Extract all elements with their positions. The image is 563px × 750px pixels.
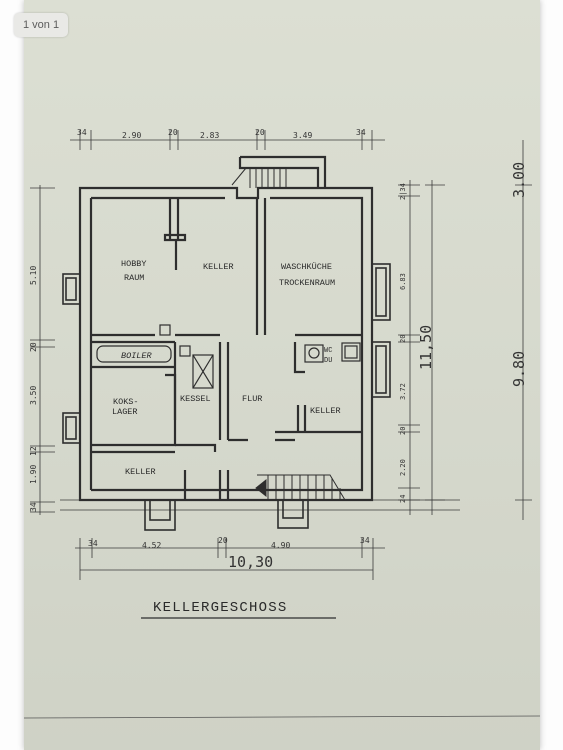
dimension-lines — [30, 130, 532, 580]
room-label-du: DU — [324, 357, 332, 365]
dim-total-height: 11,50 — [417, 325, 435, 370]
room-label-kessel: KESSEL — [180, 394, 211, 404]
dimensions-bottom: 34 4.52 20 4.90 34 10,30 — [88, 536, 370, 571]
dim-left-4: 12 — [29, 446, 38, 456]
dim-bottom-4: 4.90 — [271, 541, 290, 550]
dim-right-7: 24 — [399, 495, 407, 503]
room-labels: HOBBY RAUM KELLER WASCHKÜCHE TROCKENRAUM… — [112, 259, 341, 477]
dim-bottom-2: 4.52 — [142, 541, 161, 550]
room-label-keller-top: KELLER — [203, 262, 234, 272]
room-label-wc: WC — [324, 347, 332, 355]
dim-right-1: 2|34 — [399, 183, 407, 200]
dim-top-6: 3.49 — [293, 131, 312, 140]
dim-right-3: 20 — [399, 335, 407, 343]
dim-right-5: 20 — [399, 427, 407, 435]
dim-top-5: 20 — [255, 128, 265, 137]
dim-total-width: 10,30 — [228, 553, 273, 571]
dim-top-2: 2.90 — [122, 131, 141, 140]
page-indicator: 1 von 1 — [14, 13, 69, 37]
windows — [62, 263, 391, 531]
dim-left-6: 34 — [29, 502, 38, 512]
stairs — [231, 167, 346, 501]
dim-top-1: 34 — [77, 128, 87, 137]
dimensions-top: 34 2.90 20 2.83 20 3.49 34 — [77, 128, 366, 140]
fixtures — [96, 324, 361, 389]
dim-left-3: 3.50 — [29, 386, 38, 405]
walls — [78, 155, 374, 502]
plan-title: KELLERGESCHOSS — [153, 600, 287, 616]
dim-outer-top: 3.00 — [510, 162, 528, 198]
dim-bottom-1: 34 — [88, 539, 98, 548]
dimensions-left: 5.10 20 3.50 12 1.90 34 — [29, 266, 38, 512]
dim-left-2: 20 — [29, 342, 38, 352]
dim-bottom-3: 20 — [218, 536, 228, 545]
room-label-koks: KOKS- — [113, 397, 139, 407]
room-label-waschkueche: WASCHKÜCHE — [281, 261, 332, 272]
dim-bottom-5: 34 — [360, 536, 370, 545]
room-label-keller-bottom: KELLER — [125, 467, 156, 477]
dim-top-7: 34 — [356, 128, 366, 137]
room-label-keller-right: KELLER — [310, 406, 341, 416]
room-label-raum: RAUM — [124, 273, 144, 283]
dimensions-right: 2|34 6.83 20 3.72 20 2.20 24 11,50 — [399, 183, 435, 503]
dim-top-3: 20 — [168, 128, 178, 137]
dim-left-1: 5.10 — [29, 266, 38, 285]
paper-edge — [23, 715, 541, 719]
room-label-trockenraum: TROCKENRAUM — [279, 278, 335, 288]
dim-left-5: 1.90 — [29, 465, 38, 484]
dim-outer-bottom: 9.80 — [510, 351, 528, 387]
floor-plan-page — [24, 0, 540, 750]
room-label-hobby: HOBBY — [121, 259, 147, 269]
dim-right-6: 2.20 — [399, 459, 407, 476]
room-label-lager: LAGER — [112, 407, 138, 417]
room-label-boiler: BOILER — [121, 351, 153, 361]
dim-right-4: 3.72 — [399, 383, 407, 400]
room-label-flur: FLUR — [242, 394, 262, 404]
dim-top-4: 2.83 — [200, 131, 219, 140]
dimensions-outer-right: 3.00 9.80 — [510, 162, 528, 387]
dim-right-2: 6.83 — [399, 273, 407, 290]
